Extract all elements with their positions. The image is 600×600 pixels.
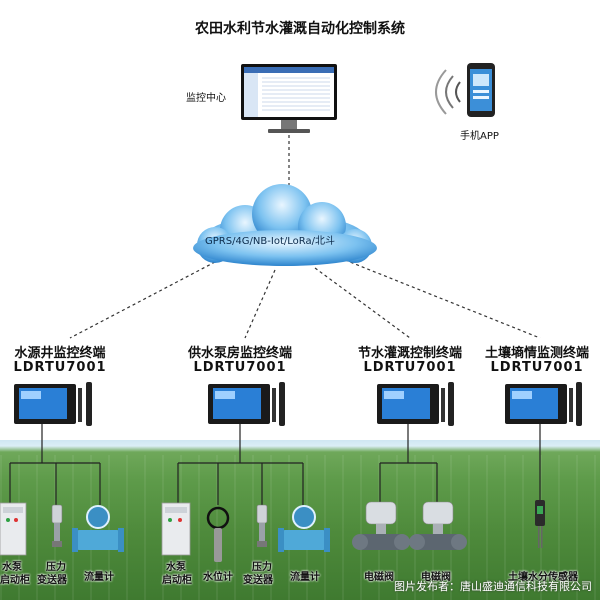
link-cloud-terminal-2 [244, 269, 276, 339]
flowmeter-2 [278, 505, 330, 552]
wiring-terminal-2 [177, 424, 304, 505]
level-gauge-label: 水位计 [203, 572, 233, 583]
terminal-4-model: LDRTU7001 [490, 360, 584, 375]
solenoid-1-label: 电磁阀 [364, 572, 394, 583]
flowmeter-1-label: 流量计 [84, 572, 114, 583]
pressure-2-label-line1: 压力 [252, 562, 272, 573]
pressure-transmitter-1 [51, 504, 63, 547]
soil-moisture-sensor [535, 500, 545, 548]
solenoid-2-label: 电磁阀 [421, 572, 451, 583]
phone-icon [435, 63, 495, 117]
pump-cabinet-1-label-line1: 水泵 [2, 562, 22, 573]
terminal-device-4 [505, 382, 582, 426]
mobile-app-label: 手机APP [460, 131, 499, 142]
terminal-device-1 [14, 382, 92, 426]
pump-cabinet-2-label-line2: 启动柜 [162, 575, 192, 586]
network-label: GPRS/4G/NB-Iot/LoRa/北斗 [205, 236, 335, 247]
terminal-2-model: LDRTU7001 [193, 360, 287, 375]
monitor-icon [241, 64, 337, 133]
terminal-1-model: LDRTU7001 [13, 360, 107, 375]
pressure-1-label-line1: 压力 [46, 562, 66, 573]
pressure-2-label-line2: 变送器 [243, 575, 273, 586]
link-cloud-terminal-4 [344, 259, 541, 339]
water-level-gauge [206, 506, 230, 562]
terminal-4-name: 土壤墒情监测终端 [484, 346, 589, 361]
wiring-terminal-1 [9, 424, 101, 505]
pump-cabinet-1-label-line2: 启动柜 [0, 575, 30, 586]
terminal-3-name: 节水灌溉控制终端 [357, 346, 462, 361]
terminal-3-model: LDRTU7001 [363, 360, 457, 375]
monitor-center-label: 监控中心 [186, 93, 226, 104]
terminal-device-3 [377, 382, 454, 426]
soil-sensor-label: 土壤水分传感器 [508, 572, 578, 583]
link-cloud-terminal-3 [314, 267, 411, 339]
terminal-2-name: 供水泵房监控终端 [187, 346, 292, 361]
link-cloud-terminal-1 [69, 261, 216, 339]
flowmeter-2-label: 流量计 [290, 572, 320, 583]
terminal-device-2 [208, 382, 285, 426]
pressure-1-label-line2: 变送器 [37, 575, 67, 586]
pump-cabinet-2-label-line1: 水泵 [166, 562, 186, 573]
solenoid-valve-1 [352, 501, 410, 550]
pressure-transmitter-2 [256, 504, 268, 547]
page-title: 农田水利节水灌溉自动化控制系统 [195, 21, 405, 37]
solenoid-valve-2 [409, 501, 467, 550]
wiring-terminal-3 [379, 424, 438, 503]
pump-cabinet-1 [0, 502, 27, 556]
watermark: 图片发布者：唐山盛迪通信科技有限公司 [394, 580, 592, 593]
flowmeter-1 [72, 505, 124, 552]
terminal-1-name: 水源井监控终端 [14, 346, 106, 361]
cloud-icon [193, 184, 377, 266]
pump-cabinet-2 [161, 502, 191, 556]
